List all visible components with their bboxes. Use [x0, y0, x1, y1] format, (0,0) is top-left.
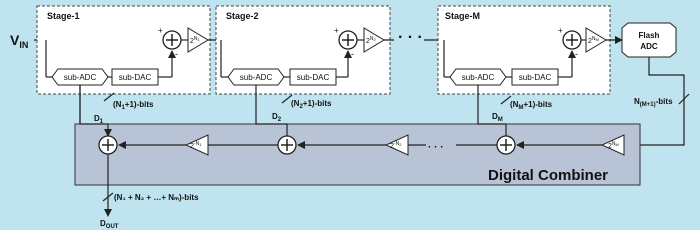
stage-2-bits-label: (N2+1)-bits [291, 99, 332, 110]
svg-text:2-N1: 2-N1 [190, 141, 202, 150]
output-bits-label: (N₁ + N₂ + …+ Nₘ)-bits [114, 193, 199, 202]
vin-label: VIN [10, 32, 28, 50]
svg-text:sub-ADC: sub-ADC [240, 73, 273, 82]
d1-label: D1 [94, 114, 104, 125]
stage-1-title: Stage-1 [47, 11, 80, 21]
combiner-title: Digital Combiner [488, 167, 608, 184]
svg-text:ADC: ADC [640, 42, 658, 51]
svg-text:sub-DAC: sub-DAC [119, 73, 152, 82]
dm-label: DM [492, 112, 503, 123]
svg-text:-: - [175, 49, 178, 59]
svg-text:sub-DAC: sub-DAC [297, 73, 330, 82]
svg-text:+: + [558, 26, 563, 35]
stage-2-title: Stage-2 [226, 11, 259, 21]
stage-m-gain-amp [585, 27, 607, 53]
svg-text:2-N2: 2-N2 [390, 141, 402, 150]
stage-2-digital-out [255, 85, 288, 136]
stage-1-bits-label: (N1+1)-bits [113, 100, 154, 111]
stage-1-gain-label: 2N1 [190, 36, 201, 45]
flash-adc-block [621, 22, 677, 58]
svg-text:-: - [575, 49, 578, 59]
stage-2-gain-amp [363, 27, 385, 53]
svg-text:sub-DAC: sub-DAC [519, 73, 552, 82]
stage-ellipsis: · · · [398, 29, 423, 46]
svg-text:sub-ADC: sub-ADC [462, 73, 495, 82]
stage-m-digital-out [477, 85, 507, 136]
stage-1-digital-out [79, 85, 108, 125]
scaler-m [600, 134, 625, 156]
svg-text:+: + [158, 26, 163, 35]
d2-label: D2 [272, 112, 282, 123]
svg-text:sub-ADC: sub-ADC [64, 73, 97, 82]
stage-m-block: Stage-M sub-ADC sub-DAC + - 2NM [437, 5, 611, 95]
svg-text:-: - [351, 49, 354, 59]
dout-label: DOUT [100, 219, 119, 230]
flash-bits-label: N(M+1)-bits [634, 97, 673, 108]
svg-text:2NM: 2NM [608, 141, 619, 150]
svg-text:Flash: Flash [639, 31, 660, 40]
stage-m-bits-label: (NM+1)-bits [510, 100, 553, 111]
svg-text:+: + [334, 26, 339, 35]
stage-2-gain-label: 2N2 [366, 36, 377, 45]
stage-m-title: Stage-M [445, 11, 480, 21]
scaler-2 [384, 134, 409, 156]
combiner-ellipsis: · · · [428, 142, 444, 153]
digital-combiner-box [74, 123, 641, 186]
pipeline-adc-diagram: VIN Stage-1 sub-ADC sub-DAC + - 2N1 Stag… [0, 0, 700, 230]
scaler-1 [184, 134, 209, 156]
stage-2-block: Stage-2 sub-ADC sub-DAC + - 2N2 [215, 5, 391, 95]
stage-1-gain-amp [187, 27, 209, 53]
stage-m-gain-label: 2NM [588, 36, 599, 45]
flash-output-wire [623, 57, 685, 149]
stage-1-block: Stage-1 sub-ADC sub-DAC + - 2N1 [36, 5, 211, 95]
